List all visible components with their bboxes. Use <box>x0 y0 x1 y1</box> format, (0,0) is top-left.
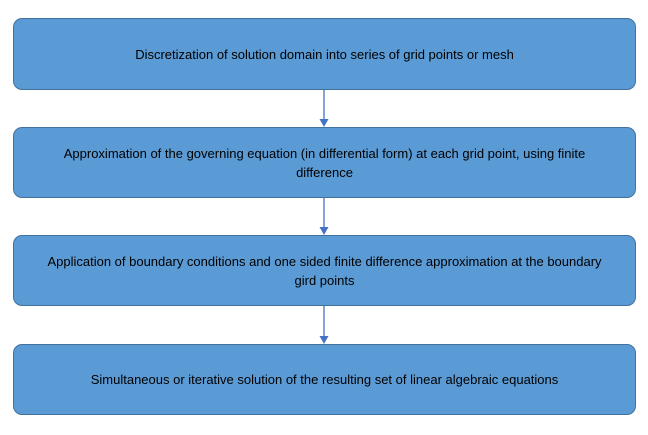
step-box-solution: Simultaneous or iterative solution of th… <box>13 344 636 415</box>
step-box-discretization: Discretization of solution domain into s… <box>13 18 636 90</box>
step-box-boundary-conditions: Application of boundary conditions and o… <box>13 235 636 306</box>
step-text-discretization: Discretization of solution domain into s… <box>135 46 514 62</box>
arrow-down-icon <box>317 306 331 344</box>
step-text-boundary-conditions: Application of boundary conditions and o… <box>47 253 602 288</box>
step-text-solution: Simultaneous or iterative solution of th… <box>90 372 559 387</box>
arrow-down-icon <box>317 90 331 127</box>
step-text-approximation: Approximation of the governing equation … <box>63 145 586 180</box>
step-box-approximation: Approximation of the governing equation … <box>13 127 636 198</box>
arrow-down-icon <box>317 198 331 235</box>
